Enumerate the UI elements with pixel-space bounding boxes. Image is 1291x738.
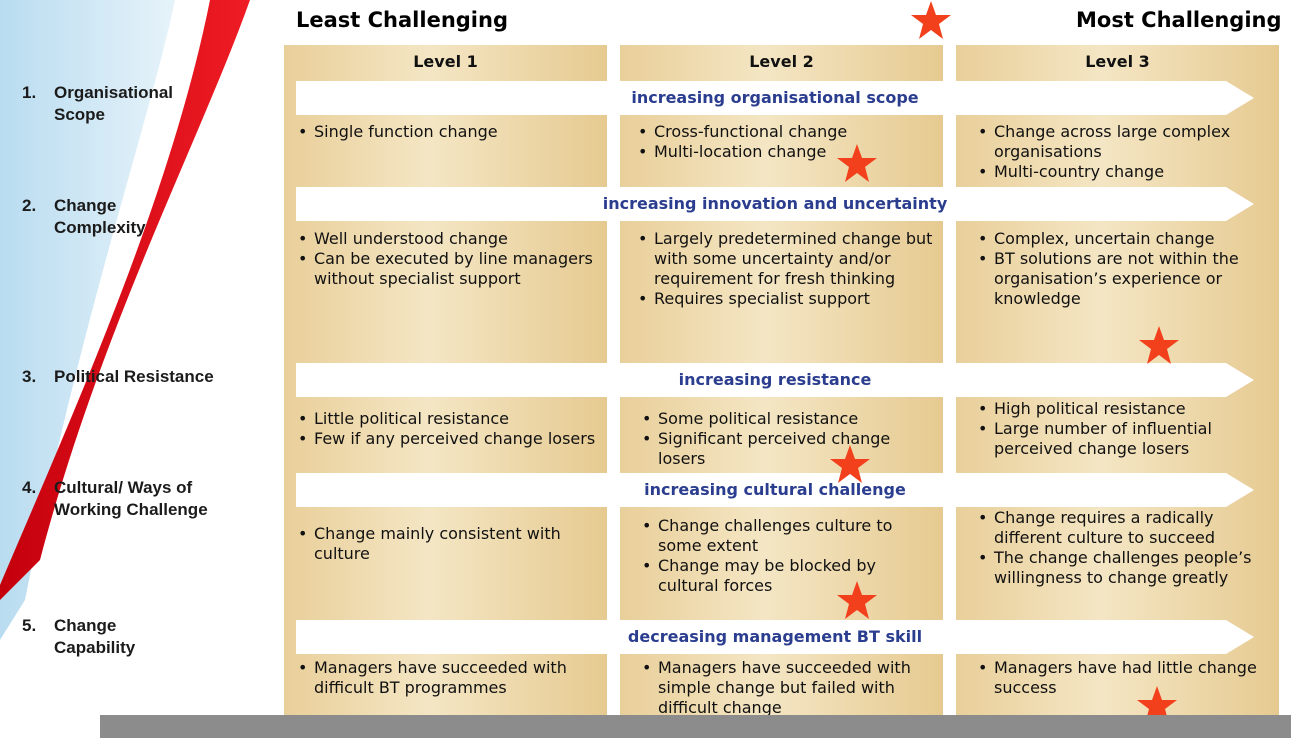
cell-complexity-level-1: Well understood changeCan be executed by… [296,229,606,359]
level-1-header: Level 1 [413,52,478,71]
star-icon [1139,326,1179,364]
cell-scope-level-3: Change across large complex organisation… [976,122,1272,184]
star-icon [837,581,877,619]
cell-capability-level-2: Managers have succeeded with simple chan… [640,658,940,718]
row-label-political-resistance: 3.Political Resistance [22,367,214,386]
level-3-header: Level 3 [1085,52,1150,71]
cell-resistance-level-1: Little political resistanceFew if any pe… [296,409,606,469]
most-challenging-header: Most Challenging [1076,8,1282,32]
bottom-bar [100,715,1291,738]
cell-complexity-level-2: Largely predetermined change but with so… [636,229,940,360]
star-icon [837,144,877,182]
cell-capability-level-1: Managers have succeeded with difficult B… [296,658,606,718]
star-icon [911,1,951,39]
arrow-change-capability: decreasing management BT skill [296,620,1254,654]
cell-resistance-level-2: Some political resistanceSignificant per… [640,409,940,469]
cell-scope-level-2: Cross-functional changeMulti-location ch… [636,122,940,184]
level-2-header: Level 2 [749,52,814,71]
cell-culture-level-3: Change requires a radically different cu… [976,508,1272,614]
cell-culture-level-2: Change challenges culture to some extent… [640,516,940,614]
cell-culture-level-1: Change mainly consistent with culture [296,524,606,614]
arrow-organisational-scope: increasing organisational scope [296,81,1254,115]
star-icon [830,445,870,483]
cell-capability-level-3: Managers have had little change success [976,658,1272,718]
cell-complexity-level-3: Complex, uncertain changeBT solutions ar… [976,229,1272,359]
cell-scope-level-1: Single function change [296,122,606,184]
cell-resistance-level-3: High political resistanceLarge number of… [976,399,1272,469]
arrow-cultural-challenge: increasing cultural challenge [296,473,1254,507]
arrow-political-resistance: increasing resistance [296,363,1254,397]
decorative-swoosh [0,0,250,640]
arrow-change-complexity: increasing innovation and uncertainty [296,187,1254,221]
least-challenging-header: Least Challenging [296,8,508,32]
star-icon [1137,686,1177,724]
